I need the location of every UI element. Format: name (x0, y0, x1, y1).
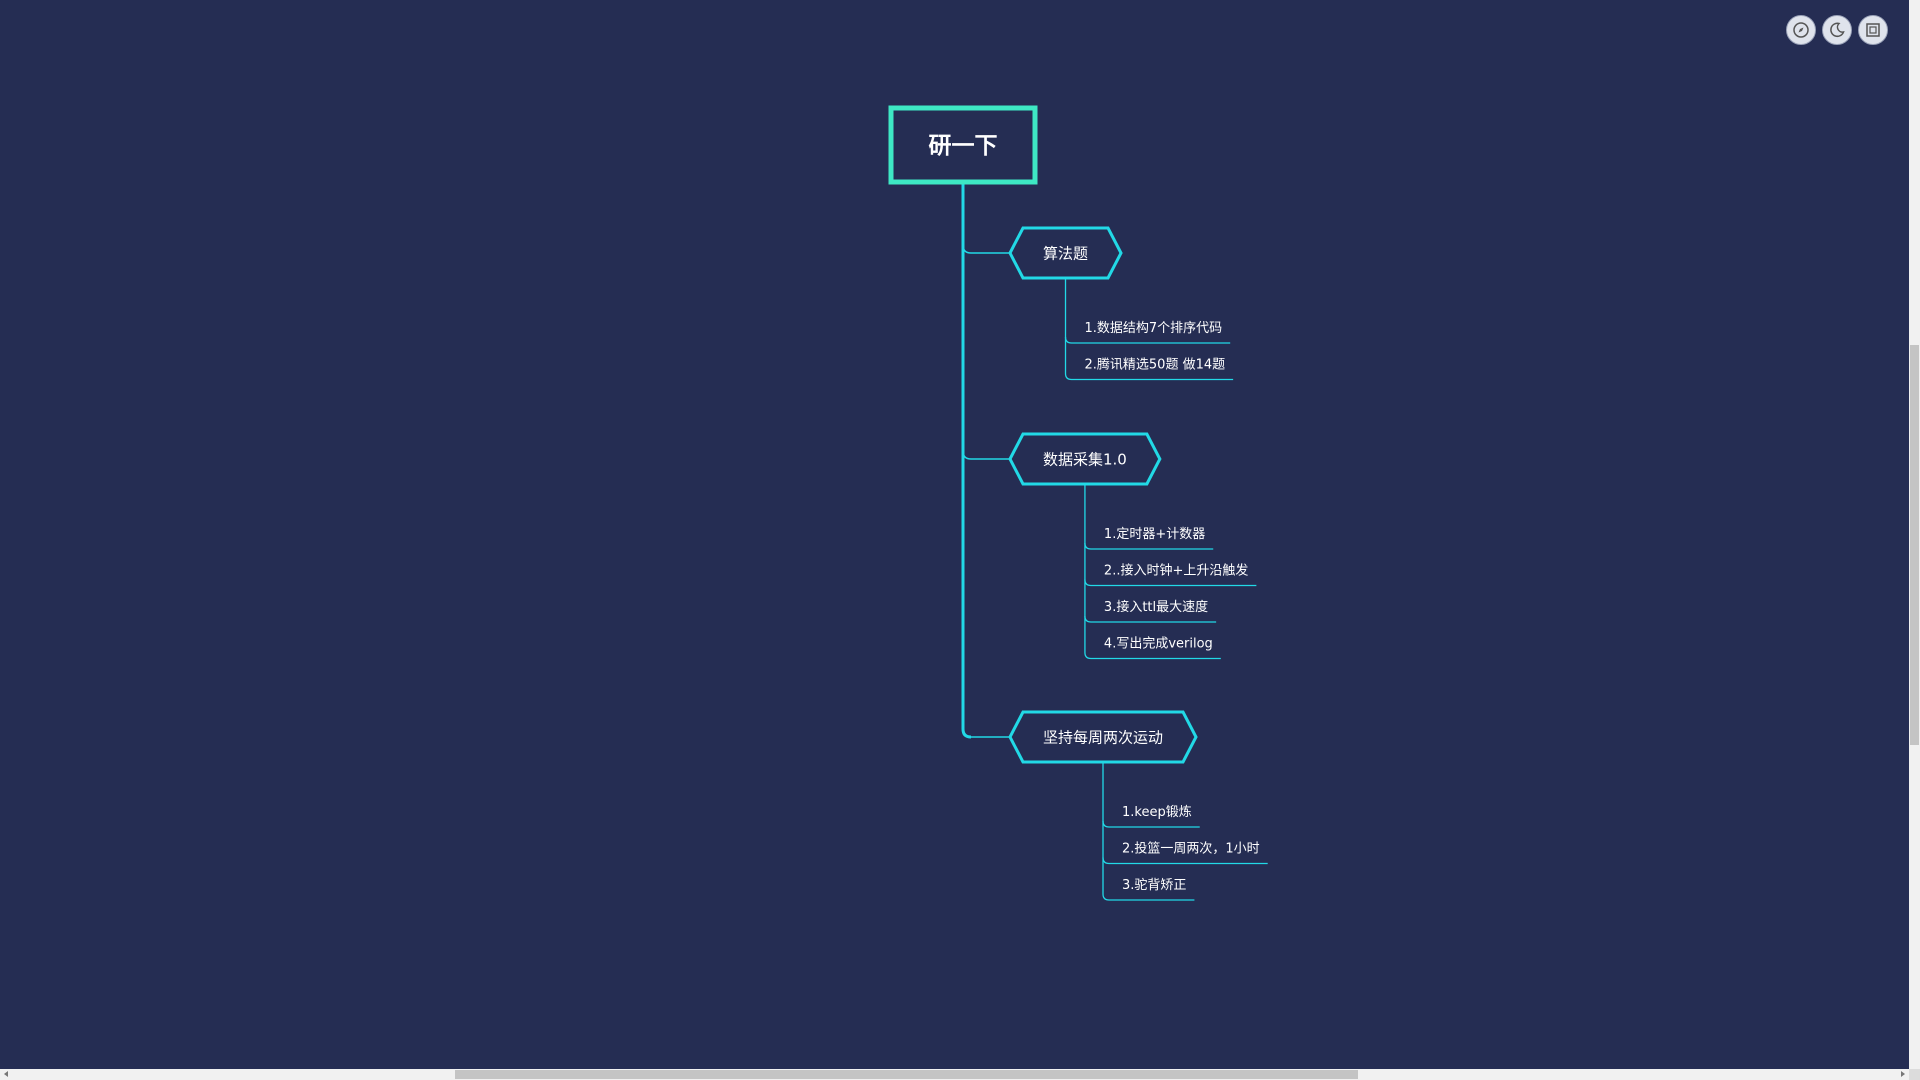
branch-node-label: 算法题 (1043, 245, 1088, 263)
dark-mode-button[interactable] (1822, 15, 1852, 45)
scroll-left-arrow-icon[interactable] (4, 1071, 8, 1077)
branch-hexagon (1008, 710, 1198, 764)
leaf-underline (1084, 615, 1217, 623)
leaf-underline (1102, 820, 1200, 828)
fullscreen-button[interactable] (1858, 15, 1888, 45)
compass-button[interactable] (1786, 15, 1816, 45)
leaf-item-label: 1.数据结构7个排序代码 (1085, 321, 1223, 336)
root-node-label: 研一下 (929, 133, 998, 159)
leaf-underline (1084, 652, 1221, 660)
leaf-item-label: 2.投篮一周两次，1小时 (1122, 841, 1260, 857)
leaf-item[interactable]: 3.接入ttl最大速度 (1104, 599, 1208, 615)
leaf-item-label: 1.keep锻炼 (1122, 805, 1192, 820)
leaf-item[interactable]: 3.驼背矫正 (1122, 877, 1186, 893)
trunk-line (961, 182, 972, 739)
connector-lines (961, 182, 1268, 901)
leaf-item[interactable]: 1.定时器+计数器 (1104, 527, 1205, 542)
leaf-item[interactable]: 4.写出完成verilog (1104, 637, 1213, 652)
compass-icon (1793, 22, 1809, 38)
branch-hexagon (1008, 226, 1123, 280)
leaf-underline (1084, 542, 1214, 550)
branch-node-label: 坚持每周两次运动 (1043, 729, 1163, 747)
branch-connector (962, 450, 1010, 460)
leaf-underline (1102, 857, 1268, 865)
leaf-item[interactable]: 1.数据结构7个排序代码 (1085, 321, 1223, 336)
vertical-scrollbar[interactable] (1909, 0, 1920, 1070)
branch-hexagon (1008, 432, 1162, 486)
scroll-right-arrow-icon[interactable] (1901, 1071, 1905, 1077)
leaf-item-label: 1.定时器+计数器 (1104, 527, 1205, 542)
view-controls (1786, 15, 1888, 45)
leaf-underline (1064, 373, 1234, 381)
branch-node-label: 数据采集1.0 (1043, 451, 1127, 469)
leaf-underline (1084, 579, 1257, 587)
leaf-item-label: 3.驼背矫正 (1122, 877, 1186, 893)
leaf-item[interactable]: 2.投篮一周两次，1小时 (1122, 841, 1260, 857)
horizontal-scrollbar[interactable] (0, 1069, 1909, 1080)
branch-node[interactable]: 算法题 (1008, 226, 1123, 280)
leaf-item-label: 2.腾讯精选50题 做14题 (1085, 357, 1226, 373)
fullscreen-icon (1866, 23, 1880, 37)
leaf-item[interactable]: 1.keep锻炼 (1122, 805, 1192, 820)
branch-connector (962, 244, 1010, 254)
moon-icon (1830, 22, 1845, 38)
scrollbar-corner (1909, 1069, 1920, 1080)
leaf-item[interactable]: 2.腾讯精选50题 做14题 (1085, 357, 1226, 373)
horizontal-scrollbar-thumb[interactable] (455, 1070, 1358, 1079)
branch-node[interactable]: 数据采集1.0 (1008, 432, 1162, 486)
root-node[interactable]: 研一下 (888, 105, 1038, 185)
leaf-underline (1102, 893, 1195, 901)
leaf-underline (1064, 336, 1231, 344)
leaf-item[interactable]: 2..接入时钟+上升沿触发 (1104, 563, 1248, 579)
leaf-item-label: 2..接入时钟+上升沿触发 (1104, 563, 1248, 579)
leaf-item-label: 4.写出完成verilog (1104, 637, 1213, 652)
vertical-scrollbar-thumb[interactable] (1910, 345, 1919, 745)
leaf-item-label: 3.接入ttl最大速度 (1104, 599, 1208, 615)
branch-node[interactable]: 坚持每周两次运动 (1008, 710, 1198, 764)
